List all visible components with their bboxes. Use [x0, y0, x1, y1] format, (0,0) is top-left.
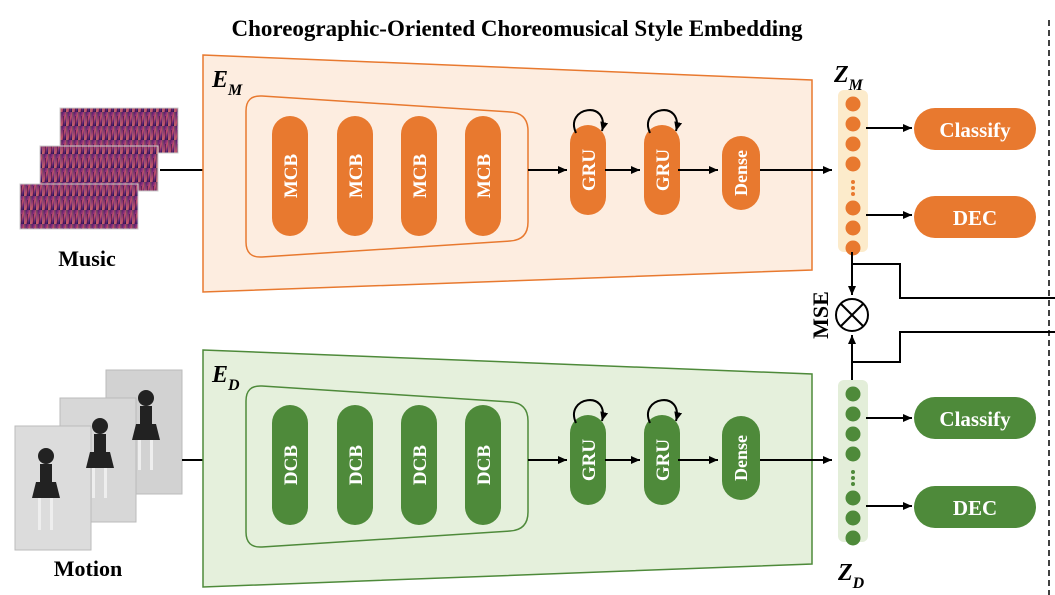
motion-gru-recurrent-arrow — [573, 399, 609, 424]
motion-classify-label: Classify — [939, 407, 1011, 431]
music-conv-block-label: MCB — [410, 154, 431, 199]
music-embedding-ellipsis — [851, 192, 855, 196]
motion-gru-layer: GRU — [570, 399, 609, 505]
music-conv-block: MCB — [272, 116, 308, 236]
motion-classify-head: Classify — [914, 397, 1036, 439]
motion-gru-layers: GRU GRU — [570, 399, 683, 505]
music-classify-label: Classify — [939, 118, 1011, 142]
motion-label: Motion — [54, 556, 122, 581]
connector-zm-out — [852, 263, 1055, 299]
music-conv-block: MCB — [465, 116, 501, 236]
mse-operator — [835, 298, 869, 332]
motion-embedding-dot — [845, 386, 861, 402]
music-encoder-label: EM — [211, 67, 243, 99]
music-embedding-dot — [845, 136, 861, 152]
motion-conv-block-label: DCB — [410, 445, 431, 485]
motion-conv-block: DCB — [401, 405, 437, 525]
motion-conv-block-label: DCB — [346, 445, 367, 485]
motion-conv-block: DCB — [272, 405, 308, 525]
mse-label: MSE — [808, 291, 833, 339]
motion-dec-head: DEC — [914, 486, 1036, 528]
music-dense-label: Dense — [731, 150, 751, 196]
motion-conv-block-label: DCB — [474, 445, 495, 485]
motion-embedding-dot — [845, 426, 861, 442]
motion-gru-label: GRU — [653, 439, 674, 482]
motion-conv-group — [245, 385, 529, 548]
music-conv-block: MCB — [337, 116, 373, 236]
motion-conv-block: DCB — [465, 405, 501, 525]
dancer-image — [14, 369, 183, 551]
music-embedding-dot — [845, 96, 861, 112]
motion-encoder-label: ED — [211, 362, 240, 394]
music-dec-label: DEC — [953, 206, 997, 230]
music-embedding-dot — [845, 156, 861, 172]
music-gru-recurrent-arrow — [647, 109, 683, 134]
motion-embedding-ellipsis — [851, 482, 855, 486]
music-classify-head: Classify — [914, 108, 1036, 150]
music-embedding-dots — [845, 96, 861, 256]
diagram-title: Choreographic-Oriented Choreomusical Sty… — [232, 16, 803, 41]
music-input: Music — [19, 107, 179, 271]
motion-input: Motion — [14, 369, 183, 581]
motion-dense-label: Dense — [731, 435, 751, 481]
motion-embedding-ellipsis — [851, 476, 855, 480]
motion-embedding-label: ZD — [837, 560, 865, 592]
connector-zd-out — [852, 331, 1055, 363]
music-label: Music — [58, 246, 116, 271]
motion-conv-block: DCB — [337, 405, 373, 525]
music-conv-block-label: MCB — [474, 154, 495, 199]
music-embedding-ellipsis — [851, 180, 855, 184]
music-gru-layers: GRU GRU — [570, 109, 683, 215]
motion-dec-label: DEC — [953, 496, 997, 520]
music-conv-blocks: MCB MCB MCB MCB — [272, 116, 501, 236]
music-gru-recurrent-arrow — [573, 109, 609, 134]
motion-gru-recurrent-arrow — [647, 399, 683, 424]
music-gru-layer: GRU — [570, 109, 609, 215]
motion-gru-layer: GRU — [644, 399, 683, 505]
music-dense: Dense — [722, 136, 760, 210]
music-conv-block-label: MCB — [281, 154, 302, 199]
motion-conv-blocks: DCB DCB DCB DCB — [272, 405, 501, 525]
music-embedding-dot — [845, 116, 861, 132]
music-gru-label: GRU — [653, 149, 674, 192]
motion-embedding-ellipsis — [851, 470, 855, 474]
motion-embedding-dot — [845, 406, 861, 422]
motion-embedding-dot — [845, 446, 861, 462]
music-embedding-dot — [845, 200, 861, 216]
spectrogram-image — [19, 107, 179, 230]
music-embedding-label: ZM — [833, 62, 864, 94]
music-embedding-dot — [845, 220, 861, 236]
music-embedding-dot — [845, 240, 861, 256]
motion-gru-label: GRU — [579, 439, 600, 482]
music-gru-label: GRU — [579, 149, 600, 192]
motion-embedding-dots — [845, 386, 861, 546]
motion-embedding-dot — [845, 490, 861, 506]
music-conv-block-label: MCB — [346, 154, 367, 199]
music-conv-block: MCB — [401, 116, 437, 236]
motion-embedding-dot — [845, 510, 861, 526]
motion-conv-block-label: DCB — [281, 445, 302, 485]
motion-embedding-dot — [845, 530, 861, 546]
music-gru-layer: GRU — [644, 109, 683, 215]
music-embedding-ellipsis — [851, 186, 855, 190]
music-conv-group — [245, 95, 529, 258]
music-dec-head: DEC — [914, 196, 1036, 238]
motion-dense: Dense — [722, 416, 760, 500]
